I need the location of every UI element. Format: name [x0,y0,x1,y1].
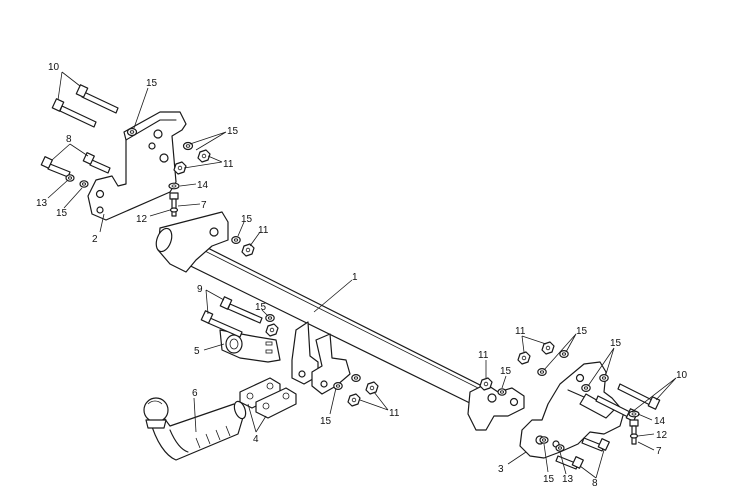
callout-labels: 10 15 15 11 8 13 15 2 14 7 12 15 11 1 9 … [36,62,688,489]
callout-10-right: 10 [676,370,688,381]
washer-15-right-d [599,374,609,383]
leader-lines [47,71,677,479]
nut-11-left-a [197,149,211,163]
callout-2: 2 [92,234,98,245]
bolt-10-right-upper [617,383,661,410]
callout-13-right: 13 [562,474,574,485]
bolt-9-lower [200,310,243,338]
washer-15-right-f [539,436,549,444]
washer-15-right-b [537,368,547,377]
callout-15-center: 15 [320,416,332,427]
washer-13-right [555,444,565,452]
nut-11-center-a [347,393,361,407]
washer-15-right-c [497,388,507,396]
callout-1: 1 [352,272,358,283]
spacer-plate-b [255,387,297,419]
callout-15-mount: 15 [255,302,267,313]
washer-15-right-a [559,350,569,359]
callout-15-right-bottom: 15 [543,474,555,485]
bolt-10-left-lower [51,98,97,128]
callout-15-right-tube: 15 [500,366,512,377]
bolt-8-right-a [555,455,584,470]
washer-12-left [169,207,179,213]
bolt-10-left-upper [75,84,119,114]
left-side-bracket [87,111,187,221]
callout-12-right: 12 [656,430,668,441]
callout-6: 6 [192,388,198,399]
callout-12-left: 12 [136,214,148,225]
washer-15-center-b [351,374,361,383]
nut-11-right-a [517,351,531,365]
tube-left-plate [155,211,229,273]
callout-15-left-lower: 15 [56,208,68,219]
callout-13-left: 13 [36,198,48,209]
nut-11-right-c [479,377,493,391]
callout-7-left: 7 [201,200,207,211]
callout-5: 5 [194,346,200,357]
bolt-8-right-b [581,437,610,452]
tube-right-bracket [467,383,525,431]
nut-11-center-b [365,381,379,395]
callout-8-right: 8 [592,478,598,489]
bolt-8-left-lower [40,156,71,178]
nut-mount [265,323,279,337]
washer-15-left-a [126,127,138,137]
callout-15-right-bracket: 15 [610,338,622,349]
washer-15-center-a [333,382,343,391]
nut-11-tube [241,243,255,257]
washer-15-right-e [581,384,591,393]
callout-3: 3 [498,464,504,475]
washer-12-right [629,433,639,439]
callout-11-tube: 11 [258,225,269,236]
callout-9: 9 [197,284,203,295]
ball-mount-plate [219,329,281,363]
washer-14-right [628,410,640,418]
callout-15-right-upper: 15 [576,326,588,337]
callout-4: 4 [253,434,259,445]
washer-15-left-c [79,180,89,188]
bolt-8-left-upper [82,152,111,174]
callout-11-left: 11 [223,159,234,170]
washer-15-mount [265,314,275,323]
bolt-7-right [629,419,639,445]
callout-11-right-tube: 11 [478,350,489,361]
callout-14-right: 14 [654,416,666,427]
washer-15-tube [231,236,241,245]
callout-14-left: 14 [197,180,209,191]
nut-11-left-b [173,161,187,175]
callout-8-left: 8 [66,134,72,145]
callout-15-tube: 15 [241,214,253,225]
callout-7-right: 7 [656,446,662,457]
nut-11-right-b [541,341,555,355]
callout-15-top: 15 [146,78,158,89]
callout-15-plate: 15 [227,126,239,137]
callout-11-center: 11 [389,408,400,419]
callout-10-left: 10 [48,62,60,73]
washer-13-left [65,174,75,182]
tow-ball [143,397,247,461]
callout-11-right-upper: 11 [515,326,526,337]
washer-14-left [168,182,180,190]
right-side-bracket [519,361,625,459]
